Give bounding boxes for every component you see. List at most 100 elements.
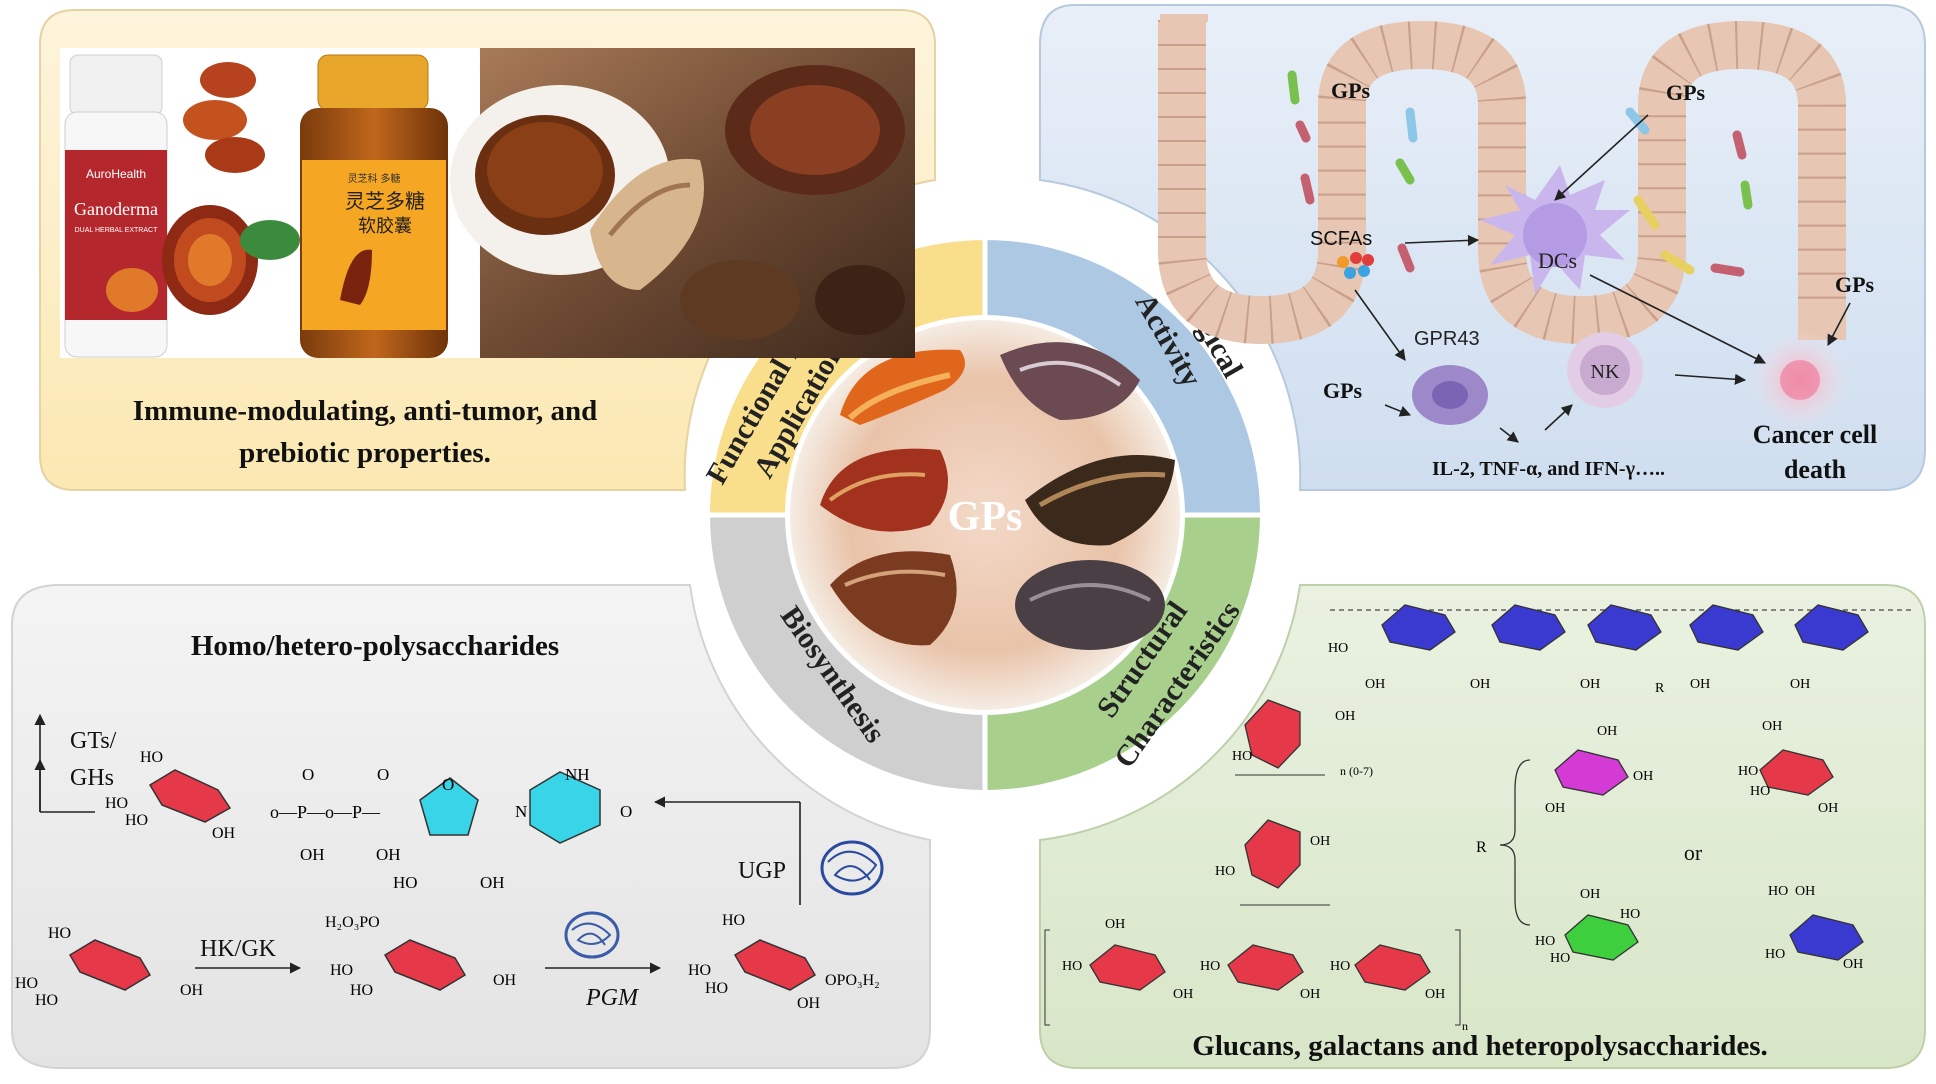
substituent-sugars: OH OH OH OH HO HO OH OH HO HO HO HO OH H… xyxy=(1535,719,1864,972)
arc-functional-food xyxy=(710,240,985,515)
svg-text:HO: HO xyxy=(393,873,418,892)
gps-label-2: GPs xyxy=(1666,80,1706,105)
svg-text:HO: HO xyxy=(48,925,71,942)
center-label: GPs xyxy=(948,494,1023,540)
svg-text:O: O xyxy=(302,765,314,784)
svg-text:OPO₃H₂: OPO₃H₂ xyxy=(825,972,880,989)
center-mushroom-collage: GPs xyxy=(790,320,1180,710)
gts-ghs-axis xyxy=(34,713,95,813)
udp-glucose: HO HO HO OH o—P—o—P— OH OH O O O HO OH N… xyxy=(105,749,632,892)
gps-label-3: GPs xyxy=(1323,378,1363,403)
arc-biosynthesis xyxy=(710,515,985,790)
svg-text:N: N xyxy=(515,802,527,821)
svg-text:OH: OH xyxy=(1580,887,1600,902)
r-label: R xyxy=(1476,839,1487,856)
svg-text:OH: OH xyxy=(1597,724,1617,739)
dendritic-cell: DCs xyxy=(1480,165,1630,295)
gps-label-1: GPs xyxy=(1331,78,1371,103)
svg-text:HO: HO xyxy=(1750,784,1770,799)
cancer-label-1: Cancer cell xyxy=(1753,420,1877,449)
pgm-enzyme xyxy=(564,911,620,959)
svg-text:HO: HO xyxy=(105,795,128,812)
svg-text:HO: HO xyxy=(125,812,148,829)
svg-text:NH: NH xyxy=(565,765,590,784)
biosynthesis-title: Homo/hetero-polysaccharides xyxy=(191,630,559,662)
svg-text:HO: HO xyxy=(1215,864,1235,879)
svg-text:n: n xyxy=(1462,1019,1468,1033)
tea-photo xyxy=(450,48,915,358)
svg-text:OH: OH xyxy=(1310,834,1330,849)
glucose-1-phosphate: HO HO HO OH OPO₃H₂ xyxy=(688,912,880,1012)
svg-text:O: O xyxy=(620,802,632,821)
svg-text:HO: HO xyxy=(1062,959,1082,974)
ghs-label: GHs xyxy=(70,765,114,791)
bottle2-top: 灵芝科 多糖 xyxy=(348,172,401,185)
svg-text:HO: HO xyxy=(140,749,163,766)
pgm-label: PGM xyxy=(585,985,640,1011)
svg-text:HO: HO xyxy=(1535,934,1555,949)
ugp-enzyme xyxy=(820,840,884,896)
svg-text:R: R xyxy=(1655,681,1665,696)
svg-text:HO: HO xyxy=(350,982,373,999)
svg-text:OH: OH xyxy=(376,845,401,864)
svg-text:OH: OH xyxy=(300,845,325,864)
nk-cell: NK xyxy=(1567,332,1643,408)
svg-text:OH: OH xyxy=(480,873,505,892)
intestine-villi xyxy=(1158,14,1846,344)
svg-text:O: O xyxy=(377,765,389,784)
bottom-chain: HO OH OH HO OH HO OH n xyxy=(1044,917,1468,1033)
arc-biological-activity xyxy=(985,240,1260,515)
branch-sugars: HO OH n (0-7) HO OH xyxy=(1215,699,1373,906)
svg-text:OH: OH xyxy=(1795,884,1815,899)
svg-text:HO: HO xyxy=(1330,959,1350,974)
svg-text:OH: OH xyxy=(1818,801,1838,816)
svg-text:OH: OH xyxy=(1790,677,1810,692)
svg-text:OH: OH xyxy=(1690,677,1710,692)
lingzhi-mushrooms xyxy=(162,62,300,315)
svg-text:HO: HO xyxy=(705,980,728,997)
gts-label: GTs/ xyxy=(70,728,117,754)
bottle2-label-2: 软胶囊 xyxy=(358,216,412,236)
svg-text:HO: HO xyxy=(1232,749,1252,764)
bottle-lingzhi-capsules: 灵芝科 多糖 灵芝多糖 软胶囊 xyxy=(300,54,448,358)
svg-text:HO: HO xyxy=(330,962,353,979)
gpr43-label: GPR43 xyxy=(1414,328,1480,350)
backbone-chain: HO OH OH OH OH OH R xyxy=(1328,604,1915,696)
nk-label: NK xyxy=(1591,361,1620,383)
svg-text:HO: HO xyxy=(1738,764,1758,779)
ugp-path xyxy=(653,796,801,905)
gps-label-4: GPs xyxy=(1835,272,1875,297)
bottle-aurohealth: AuroHealth Ganoderma DUAL HERBAL EXTRACT xyxy=(64,54,168,358)
structural-caption: Glucans, galactans and heteropolysacchar… xyxy=(1192,1030,1767,1062)
bottle2-label-1: 灵芝多糖 xyxy=(345,190,425,213)
svg-text:OH: OH xyxy=(212,825,236,842)
svg-text:HO: HO xyxy=(15,975,38,992)
functional-caption-2: prebiotic properties. xyxy=(239,437,491,469)
svg-text:OH: OH xyxy=(1633,769,1653,784)
svg-text:HO: HO xyxy=(1200,959,1220,974)
cytokines-label: IL-2, TNF-α, and IFN-γ….. xyxy=(1432,458,1665,480)
svg-text:OH: OH xyxy=(1365,677,1385,692)
scfas-label: SCFAs xyxy=(1310,228,1372,250)
svg-text:OH: OH xyxy=(1470,677,1490,692)
svg-text:OH: OH xyxy=(1425,987,1445,1002)
functional-caption-1: Immune-modulating, anti-tumor, and xyxy=(133,395,598,427)
bio-arrows xyxy=(1354,114,1851,443)
svg-text:OH: OH xyxy=(1335,709,1355,724)
hk-gk-label: HK/GK xyxy=(200,936,277,962)
svg-text:OH: OH xyxy=(1173,987,1193,1002)
or-label: or xyxy=(1684,840,1703,865)
ugp-label: UGP xyxy=(738,858,786,884)
svg-text:OH: OH xyxy=(1762,719,1782,734)
svg-text:H₂O₃PO: H₂O₃PO xyxy=(325,914,380,931)
svg-text:HO: HO xyxy=(35,992,58,1009)
svg-text:OH: OH xyxy=(1843,957,1863,972)
svg-text:HO: HO xyxy=(1768,884,1788,899)
svg-text:HO: HO xyxy=(1550,951,1570,966)
svg-text:HO: HO xyxy=(1765,947,1785,962)
svg-text:OH: OH xyxy=(797,995,821,1012)
glucose-6-phosphate: H₂O₃PO HO HO OH xyxy=(325,914,517,999)
svg-text:n (0-7): n (0-7) xyxy=(1340,764,1373,778)
scfa-dots xyxy=(1337,252,1374,279)
